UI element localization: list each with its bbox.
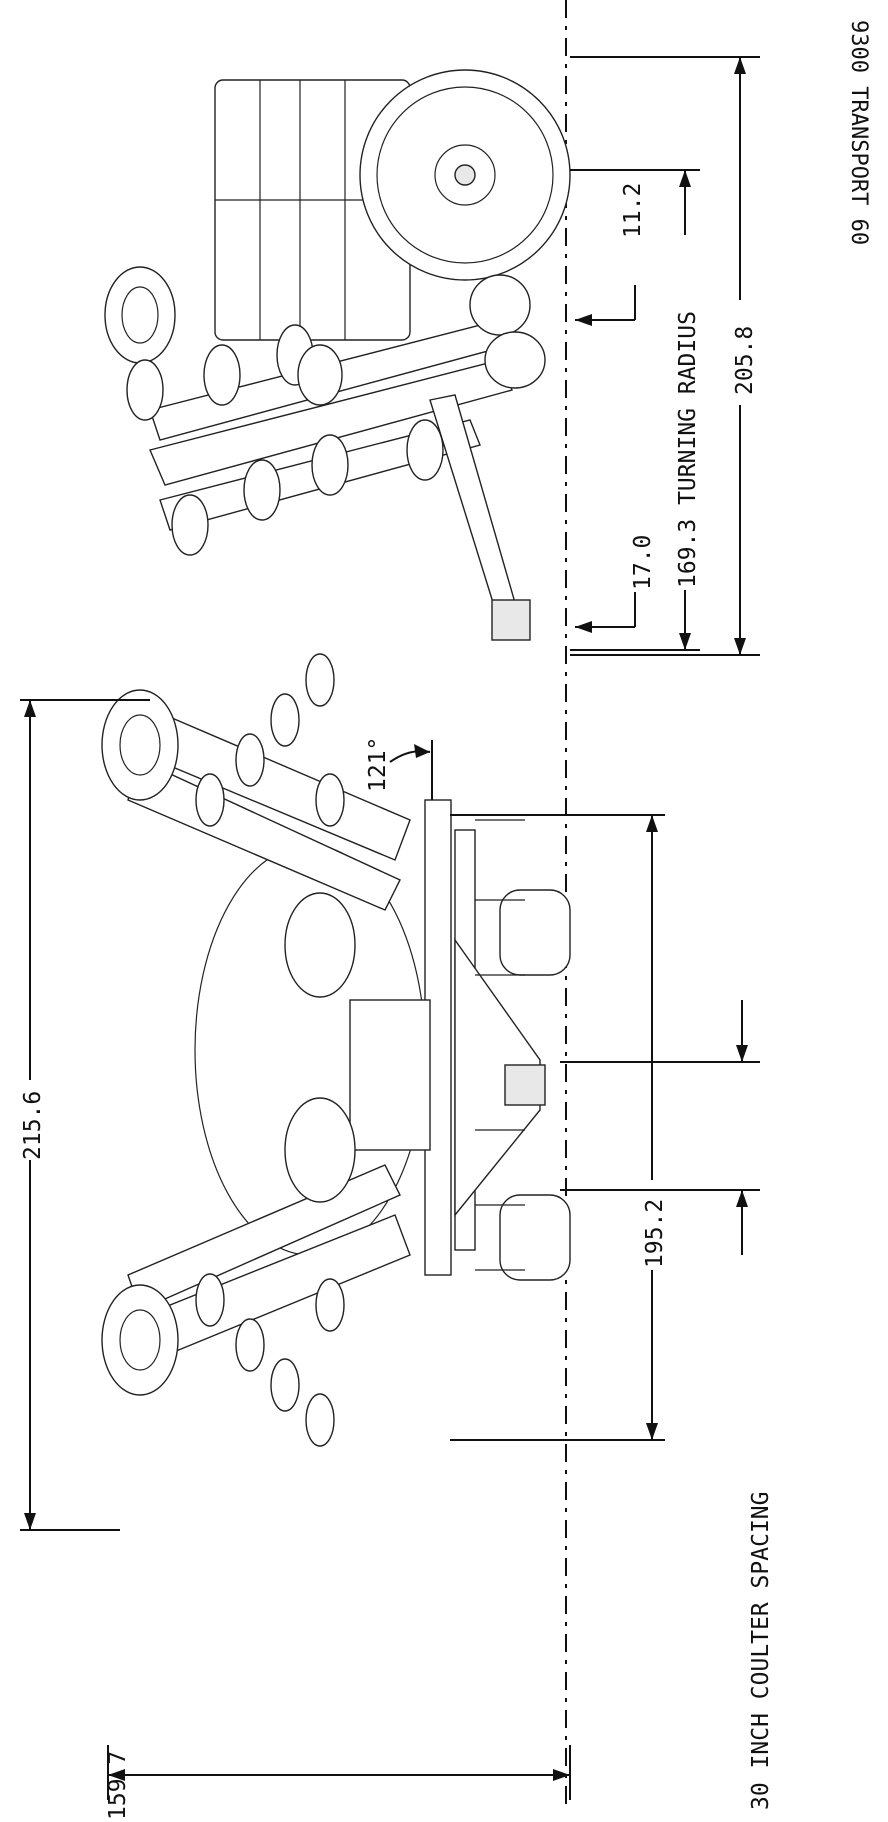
- offset-b-label: 17.0: [630, 535, 656, 590]
- fold-angle-dim: 121°: [365, 737, 433, 800]
- wing-span-label: 195.2: [642, 1199, 668, 1268]
- turning-radius-dim: 169.3 TURNING RADIUS: [570, 169, 701, 651]
- overall-width-dim: 215.6: [18, 699, 150, 1531]
- transport-length-label: 205.8: [732, 326, 758, 395]
- frame-depth-label: 159.7: [105, 1751, 131, 1820]
- turning-radius-label: 169.3 TURNING RADIUS: [675, 311, 701, 588]
- coulter-spacing-dim: 30 INCH COULTER SPACING: [560, 1000, 774, 1810]
- transport-view-machine: [104, 69, 571, 641]
- offset-dim-17: 17.0: [575, 535, 656, 633]
- wing-span-dim: 195.2: [450, 814, 668, 1441]
- fold-angle-label: 121°: [365, 737, 391, 792]
- coulter-spacing-label: 30 INCH COULTER SPACING: [748, 1492, 774, 1811]
- offset-dim-11: 11.2: [575, 183, 646, 326]
- drawing-title: 9300 TRANSPORT 60: [846, 20, 871, 245]
- offset-a-label: 11.2: [620, 183, 646, 238]
- transport-length-dim: 205.8: [570, 56, 760, 656]
- frame-depth-dim: 159.7: [105, 1745, 571, 1820]
- overall-width-label: 215.6: [20, 1091, 46, 1160]
- field-view-machine: [101, 653, 571, 1447]
